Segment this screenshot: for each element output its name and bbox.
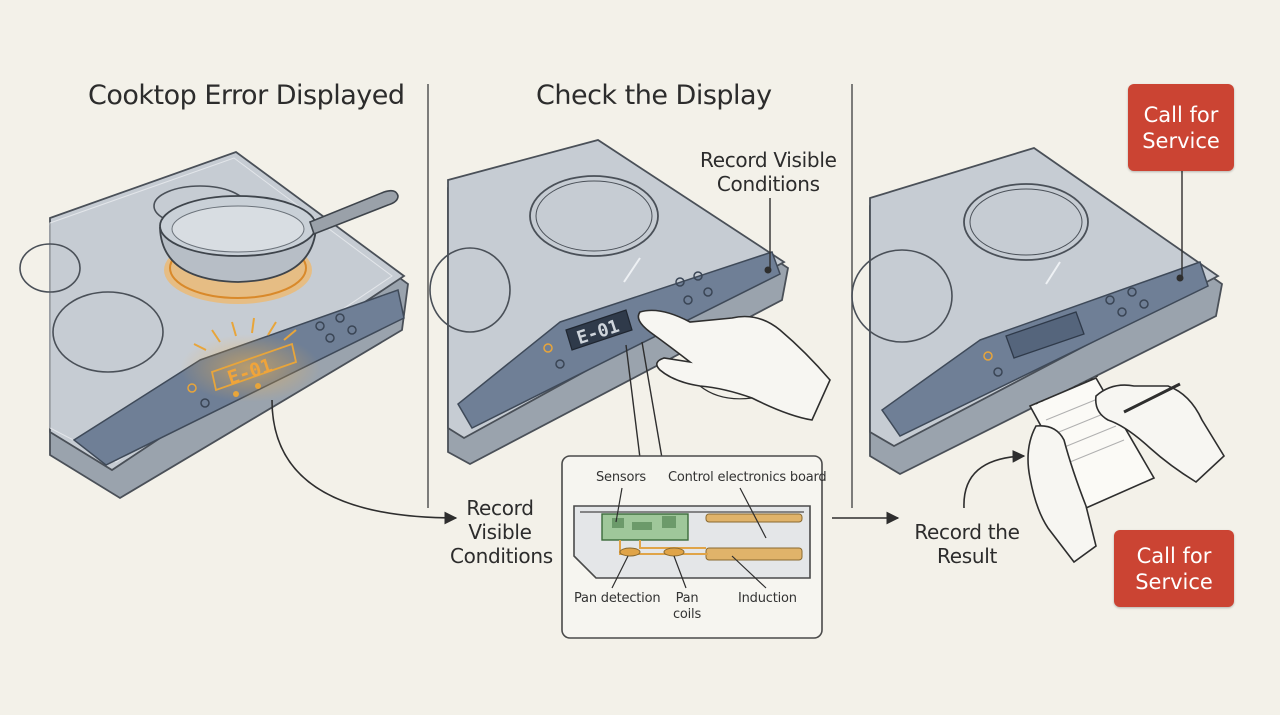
inset-label-pan-coils: Pan coils (672, 591, 702, 622)
call-for-service-button-top[interactable]: Call for Service (1128, 84, 1234, 171)
cooktop-2: E-01 (429, 139, 831, 466)
inset-label-induction: Induction (738, 591, 797, 606)
inset-label-control-board: Control electronics board (668, 470, 827, 485)
callout-record-visible-conditions-top: Record Visible Conditions (700, 148, 837, 196)
burner-left (52, 291, 164, 373)
notepad-writing (1027, 375, 1226, 564)
arrow-to-notepad (963, 449, 1026, 509)
arrow-to-center-callout (271, 399, 458, 525)
inset-label-pan-detection: Pan detection (574, 591, 661, 606)
control-strip-2 (457, 251, 781, 429)
inset-label-sensors: Sensors (596, 470, 646, 485)
cooktop-1: E-01 (19, 150, 409, 500)
panel-title-2: Check the Display (536, 80, 772, 111)
callout-record-visible-conditions-center: Record Visible Conditions (450, 496, 553, 568)
blank-display (1005, 311, 1085, 359)
control-strip-3 (880, 261, 1209, 437)
internals-inset (561, 455, 823, 639)
call-for-service-button-bottom[interactable]: Call for Service (1114, 530, 1234, 607)
cooktop-3 (851, 147, 1223, 476)
pointing-hand (637, 309, 831, 421)
panel-title-1: Cooktop Error Displayed (88, 80, 405, 111)
callout-record-the-result: Record the Result (914, 520, 1020, 568)
